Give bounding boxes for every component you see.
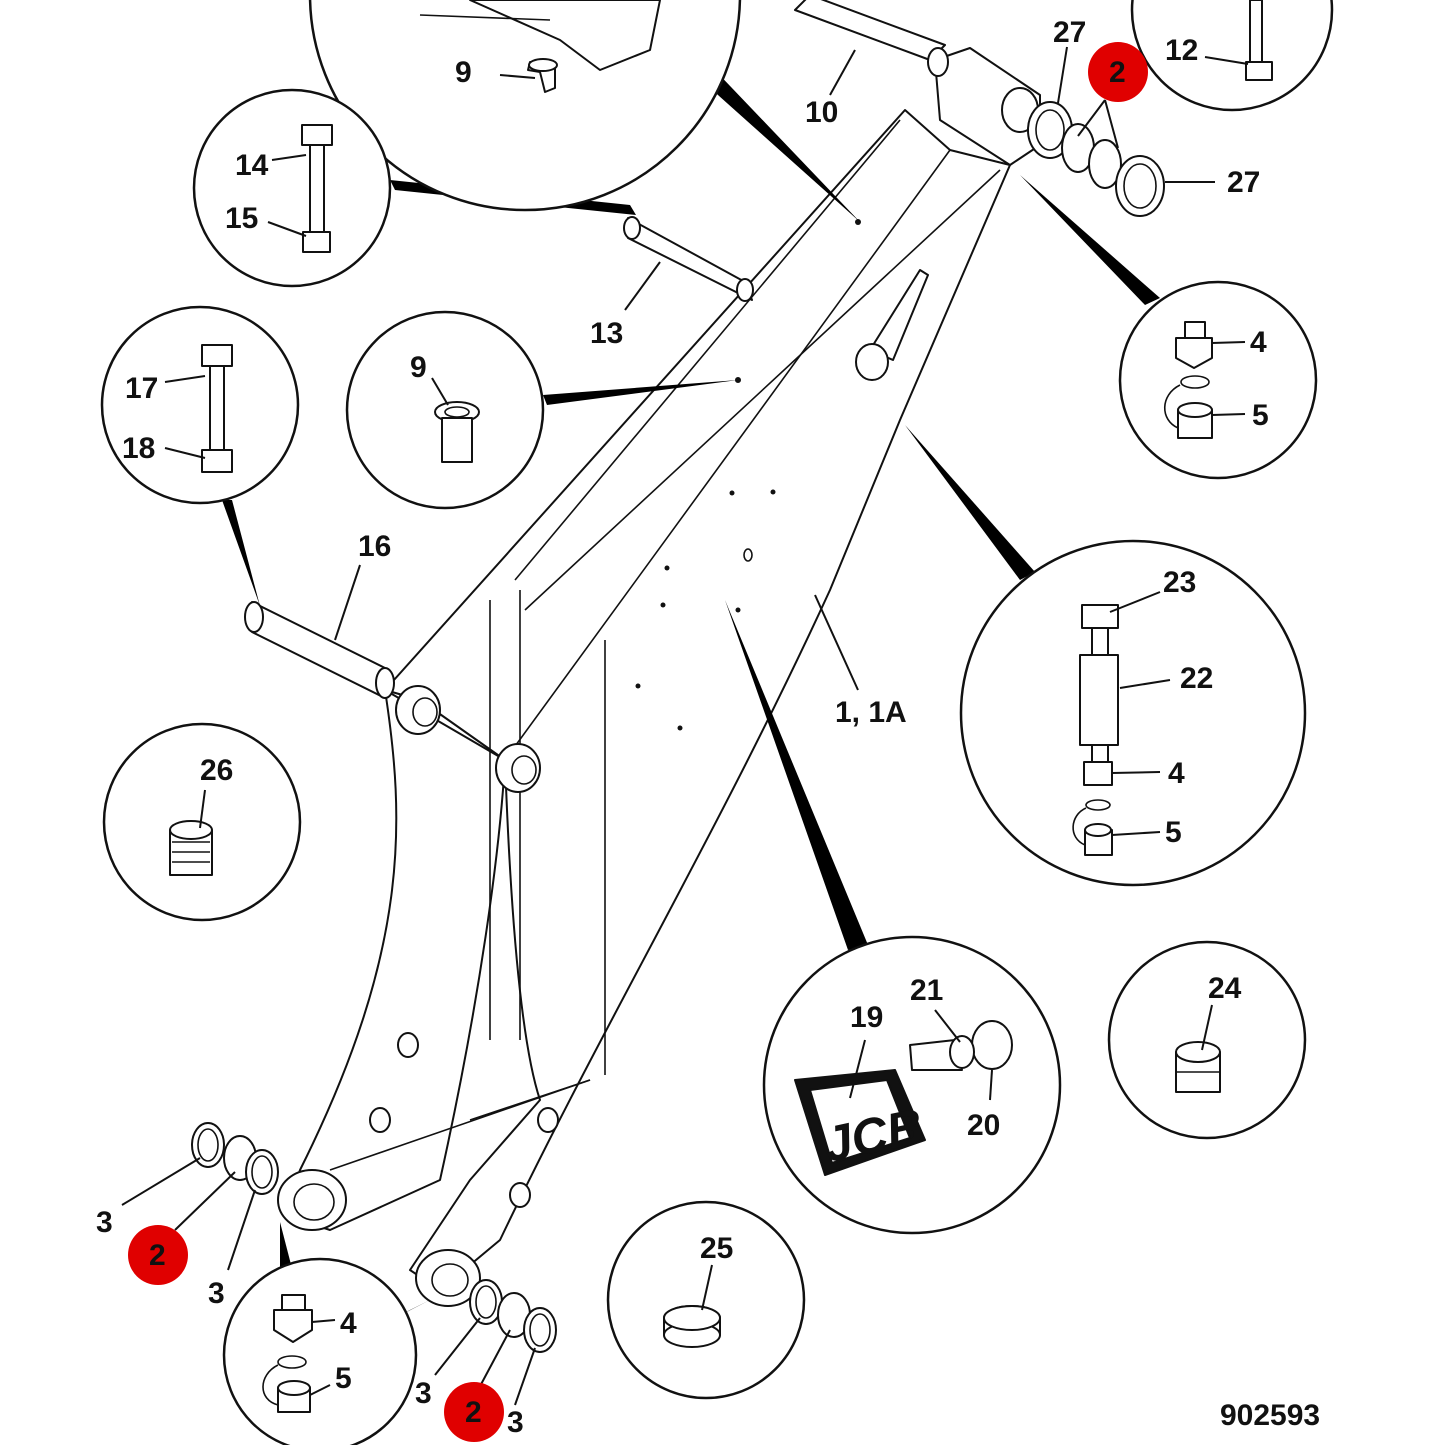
label-10: 10 <box>805 96 838 129</box>
label-17: 17 <box>125 372 158 405</box>
label-21: 21 <box>910 974 943 1007</box>
bottom-left-bush-stack <box>191 1122 279 1195</box>
label-13: 13 <box>590 317 623 350</box>
label-26: 26 <box>200 754 233 787</box>
figure-id: 902593 <box>1220 1399 1320 1432</box>
label-27-top: 27 <box>1053 16 1086 49</box>
label-25: 25 <box>700 1232 733 1265</box>
bubble-cap-25 <box>606 1200 806 1400</box>
label-24: 24 <box>1208 972 1242 1005</box>
bubble-plug-26 <box>102 722 302 922</box>
label-15: 15 <box>225 202 258 235</box>
boom-arm <box>277 47 1041 1307</box>
pin-13 <box>623 216 754 302</box>
callout-connectors <box>222 65 1160 1318</box>
bubble-extension-22-23 <box>959 539 1307 887</box>
label-1-1a: 1, 1A <box>835 696 907 729</box>
bubble-grease-4-5-top <box>1118 280 1318 480</box>
bubble-top-bracket <box>308 0 742 212</box>
label-3-right-b: 3 <box>507 1406 524 1439</box>
label-18: 18 <box>122 432 155 465</box>
highlight-marker-top <box>1088 42 1148 102</box>
highlight-markers <box>128 42 1148 1442</box>
bubble-decal-19-20-21 <box>762 935 1062 1235</box>
label-4-mid: 4 <box>1168 757 1185 790</box>
label-2-bottom-left: 2 <box>149 1239 166 1272</box>
bubble-bush-9 <box>345 310 545 510</box>
label-14: 14 <box>235 149 269 182</box>
label-3-left-b: 3 <box>208 1277 225 1310</box>
leader-lines <box>121 46 1249 1406</box>
pin-16 <box>244 601 395 699</box>
label-5-bottom: 5 <box>335 1362 352 1395</box>
label-22: 22 <box>1180 662 1213 695</box>
label-2-top: 2 <box>1109 56 1126 89</box>
label-4-top: 4 <box>1250 326 1267 359</box>
label-5-mid: 5 <box>1165 816 1182 849</box>
label-20: 20 <box>967 1109 1000 1142</box>
label-23: 23 <box>1163 566 1196 599</box>
bubble-bolt-14-15 <box>192 88 392 288</box>
label-9-top: 9 <box>455 56 472 89</box>
label-5-top: 5 <box>1252 399 1269 432</box>
label-3-left-a: 3 <box>96 1206 113 1239</box>
bubble-top-right <box>1130 0 1334 112</box>
bubble-plug-24 <box>1107 940 1307 1140</box>
label-3-right-a: 3 <box>415 1377 432 1410</box>
label-4-bottom: 4 <box>340 1307 357 1340</box>
label-2-bottom-right: 2 <box>465 1396 482 1429</box>
label-19: 19 <box>850 1001 883 1034</box>
bubble-grease-4-5-bottom <box>222 1257 418 1445</box>
highlight-marker-bottom-left <box>128 1225 188 1285</box>
label-27-right: 27 <box>1227 166 1260 199</box>
bottom-right-bush-stack <box>469 1279 557 1353</box>
label-12: 12 <box>1165 34 1198 67</box>
part-labels: 9 10 27 2 12 27 14 15 13 4 5 17 18 9 16 … <box>96 16 1320 1439</box>
pin-10 <box>794 0 949 77</box>
label-9-mid: 9 <box>410 351 427 384</box>
label-16: 16 <box>358 530 391 563</box>
highlight-marker-bottom-right <box>444 1382 504 1442</box>
bubble-bolt-17-18 <box>100 305 300 505</box>
top-bush-stack <box>1027 101 1165 217</box>
